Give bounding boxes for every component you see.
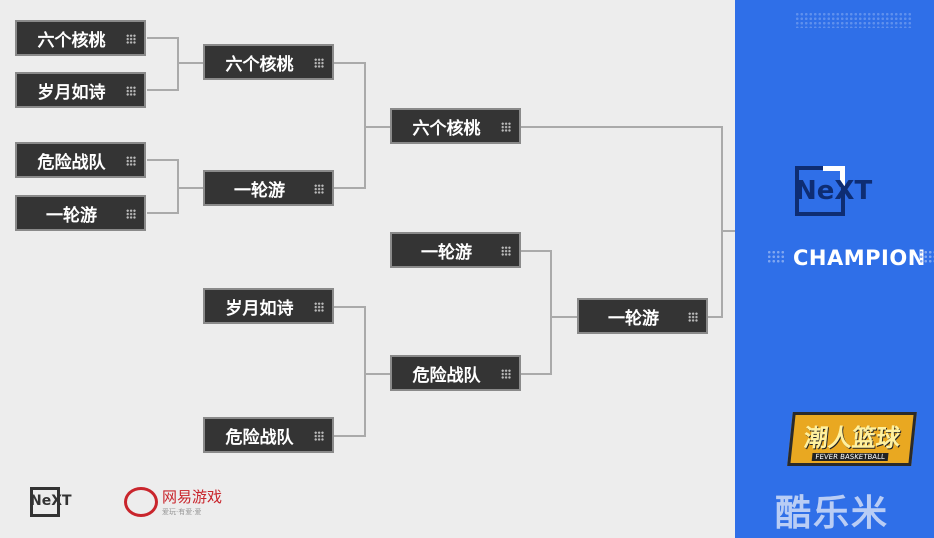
team-box[interactable]: 岁月如诗 [203,288,334,324]
dots-icon [314,58,324,68]
netease-logo-text: 网易游戏 [162,488,223,506]
dots-icon [688,312,698,322]
champion-panel: NeXT CHAMPION 潮人篮球 FEVER BASKETBALL 酷乐米 [735,0,934,538]
dots-icon [314,302,324,312]
dots-icon [126,86,136,96]
team-name: 危险战队 [37,152,106,173]
netease-logo-sub: 爱玩·有爱·爱 [162,508,202,516]
dots-icon [767,250,785,264]
next-logo-mark [30,487,60,517]
dots-icon [919,250,934,264]
team-name: 一轮游 [421,242,472,263]
team-box[interactable]: 危险战队 [390,355,521,391]
team-box[interactable]: 一轮游 [390,232,521,268]
fever-basketball-logo: 潮人篮球 FEVER BASKETBALL [787,412,917,466]
team-name: 一轮游 [234,180,285,201]
team-box[interactable]: 一轮游 [577,298,708,334]
champion-label: CHAMPION [793,246,926,270]
next-logo-mark [795,166,845,216]
dots-icon [501,122,511,132]
team-name: 岁月如诗 [37,82,106,103]
decorative-dots [795,12,913,28]
team-name: 危险战队 [412,365,481,386]
team-name: 六个核桃 [225,54,294,75]
watermark: 酷乐米 [775,493,890,534]
team-name: 六个核桃 [412,118,481,139]
team-box[interactable]: 危险战队 [15,142,146,178]
dots-icon [314,431,324,441]
next-logo-text: NeXT [30,493,72,510]
dots-icon [126,209,136,219]
team-box[interactable]: 危险战队 [203,417,334,453]
team-box[interactable]: 一轮游 [15,195,146,231]
dots-icon [126,156,136,166]
dots-icon [501,246,511,256]
game-logo-sub: FEVER BASKETBALL [812,452,889,461]
team-name: 危险战队 [225,427,294,448]
team-name: 六个核桃 [37,30,106,51]
netease-logo-mark [124,486,158,517]
dots-icon [501,369,511,379]
team-name: 一轮游 [46,205,97,226]
netease-logo: 网易游戏 爱玩·有爱·爱 [124,486,222,517]
team-box[interactable]: 六个核桃 [15,20,146,56]
team-box[interactable]: 六个核桃 [203,44,334,80]
team-name: 岁月如诗 [225,298,294,319]
next-logo: NeXT [30,487,72,517]
dots-icon [126,34,136,44]
team-box[interactable]: 六个核桃 [390,108,521,144]
team-box[interactable]: 一轮游 [203,170,334,206]
team-box[interactable]: 岁月如诗 [15,72,146,108]
team-name: 一轮游 [608,308,659,329]
dots-icon [314,184,324,194]
next-logo-text: NeXT [795,175,873,206]
game-logo-text: 潮人篮球 [802,423,902,452]
next-logo-large: NeXT [795,166,872,216]
